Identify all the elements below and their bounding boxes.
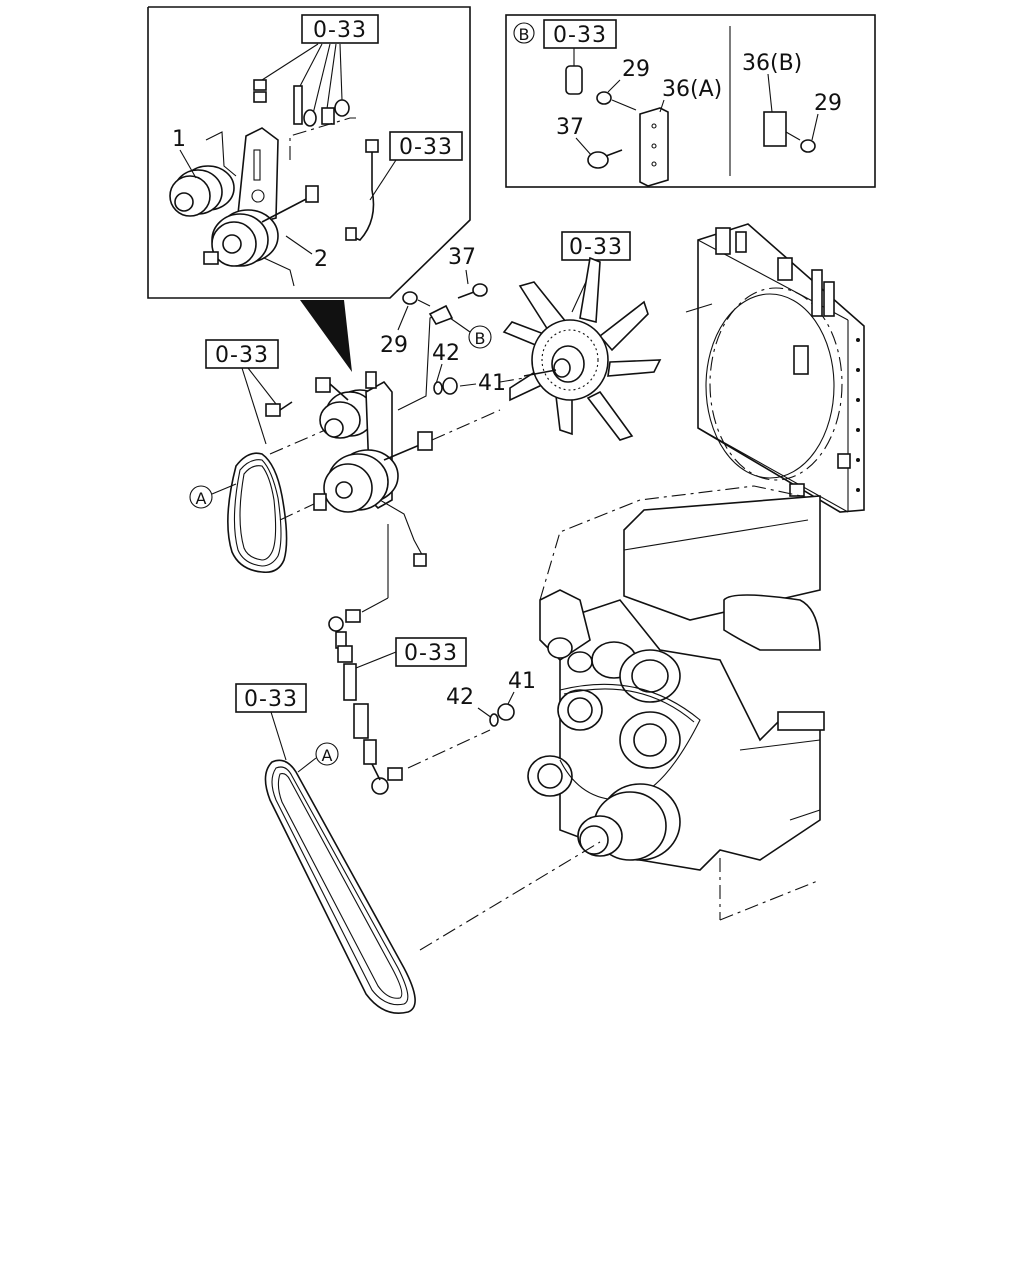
small-v-belt [227, 452, 288, 574]
detail-marker-a: A [196, 489, 207, 508]
part-number-2: 2 [314, 247, 328, 272]
ref-label: 0-33 [244, 687, 298, 712]
part-number-42: 42 [446, 685, 474, 710]
fan-shroud [685, 223, 865, 513]
detail-marker-b: B [475, 329, 486, 348]
part-number-37: 37 [556, 115, 584, 140]
ref-box [205, 339, 279, 369]
ref-label: 0-33 [399, 135, 453, 160]
detail-marker-b: B [519, 25, 530, 44]
part-number-42: 42 [432, 341, 460, 366]
part-number-29: 29 [380, 333, 408, 358]
lower-pulley [203, 185, 319, 287]
part-number-29: 29 [814, 91, 842, 116]
ref-label: 0-33 [404, 641, 458, 666]
adjuster-rod: 0-33 42 41 [328, 524, 536, 795]
ref-box [235, 683, 307, 713]
part-number-41: 41 [478, 371, 506, 396]
ref-label: 0-33 [313, 18, 367, 43]
part-number-37: 37 [448, 245, 476, 270]
bracket-b-hardware: 37 29 B 42 41 [380, 245, 506, 396]
part-number-1: 1 [172, 127, 186, 152]
ref-label: 0-33 [215, 343, 269, 368]
long-v-belt: 0-33 A [235, 683, 601, 1014]
detail-marker-a: A [322, 746, 333, 765]
ref-label: 0-33 [569, 235, 623, 260]
part-number-36a: 36(A) [662, 77, 722, 102]
ref-box [543, 19, 617, 49]
cooling-fan: 0-33 [499, 231, 662, 441]
part-number-29: 29 [622, 57, 650, 82]
inset-tensioner-detail: 0-33 [147, 6, 471, 372]
part-number-41: 41 [508, 669, 536, 694]
upper-pulley [169, 131, 237, 217]
ref-box [395, 637, 467, 667]
engine-block [527, 485, 825, 921]
ref-label: 0-33 [553, 23, 607, 48]
part-number-36b: 36(B) [742, 51, 802, 76]
inset-b-detail: B 0-33 29 36(A) 37 36(B) 29 [505, 14, 876, 188]
tensioner-assembly: 0-33 A [189, 311, 501, 574]
ref-box [301, 14, 379, 44]
ref-box [389, 131, 463, 161]
